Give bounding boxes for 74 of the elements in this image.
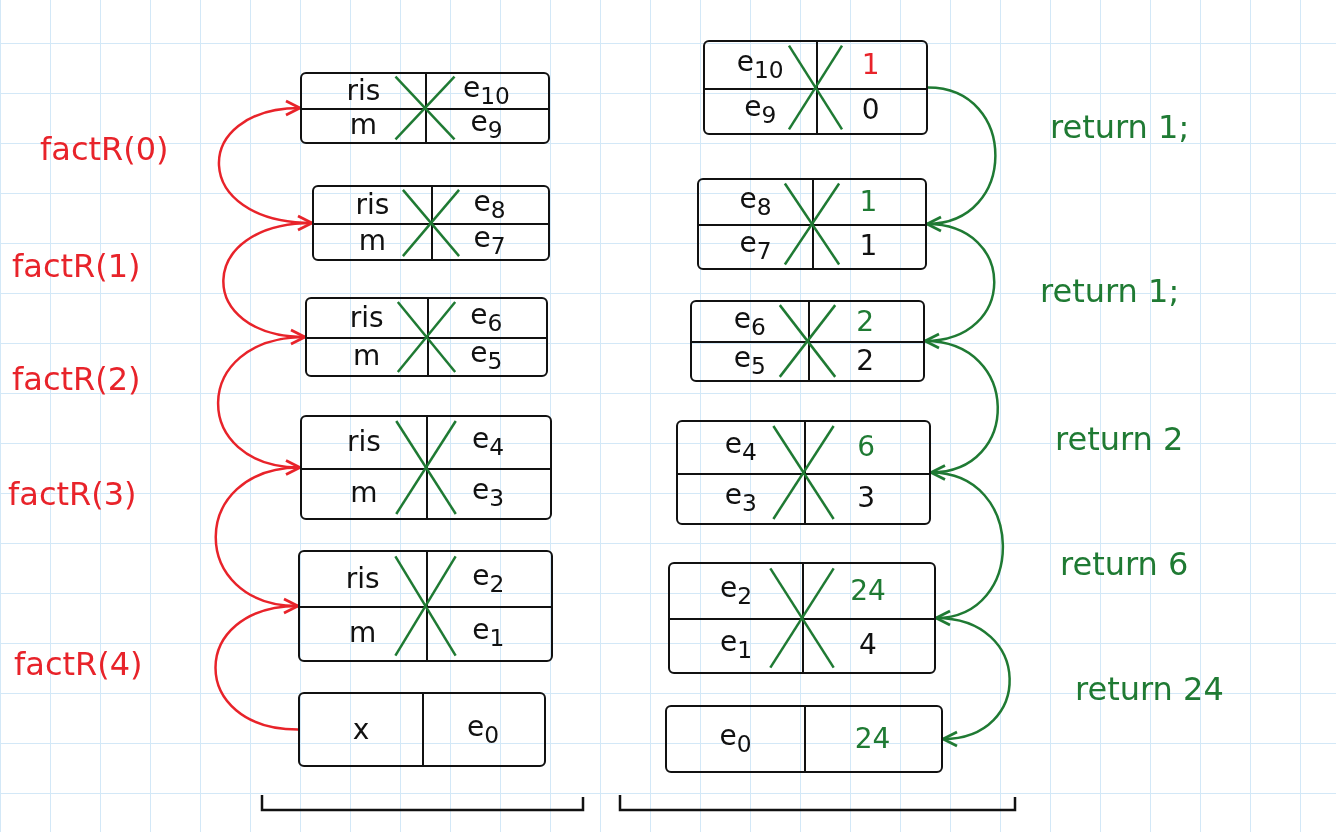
variable-name: m xyxy=(353,342,381,370)
address-label: e$_{6}$ xyxy=(470,301,503,335)
edge-label: factR(3) xyxy=(8,475,137,513)
cell-value: 4 xyxy=(859,631,877,659)
curved-arrow xyxy=(935,616,1011,746)
variable-name: ris xyxy=(345,565,380,593)
address-label: e$_{0}$ xyxy=(466,712,500,747)
address-label: e$_{4}$ xyxy=(471,425,505,460)
stack-frame xyxy=(300,72,550,144)
address-label: e$_{10}$ xyxy=(736,47,784,82)
address-label: e$_{2}$ xyxy=(719,574,753,608)
variable-name: ris xyxy=(347,428,381,457)
address-label: e$_{8}$ xyxy=(473,188,506,222)
address-label: e$_{5}$ xyxy=(733,343,766,378)
edge-label: factR(2) xyxy=(12,360,141,398)
address-label: e$_{8}$ xyxy=(739,185,772,219)
cell-value: 1 xyxy=(859,188,878,216)
address-label: e$_{9}$ xyxy=(470,108,503,142)
stack-frame xyxy=(305,297,548,377)
variable-name: x xyxy=(352,715,370,744)
stack-frame xyxy=(676,420,931,525)
address-label: e$_{10}$ xyxy=(463,74,510,108)
variable-name: ris xyxy=(349,304,384,332)
variable-name: m xyxy=(349,111,378,139)
cell-value: 2 xyxy=(856,346,875,375)
address-label: e$_{3}$ xyxy=(724,480,757,515)
address-label: e$_{1}$ xyxy=(719,628,753,662)
edge-label: return 1; xyxy=(1040,272,1180,310)
curved-arrow xyxy=(214,460,302,608)
variable-name: m xyxy=(349,619,377,647)
stack-frame xyxy=(697,178,927,270)
cell-value: 6 xyxy=(857,433,876,462)
edge-label: factR(0) xyxy=(40,130,169,168)
curved-arrow xyxy=(925,86,997,231)
curved-arrow xyxy=(924,339,999,480)
curved-arrow xyxy=(222,215,314,339)
edge-label: factR(1) xyxy=(12,247,141,285)
cell-value: 0 xyxy=(861,96,880,125)
address-label: e$_{0}$ xyxy=(719,722,752,756)
address-label: e$_{4}$ xyxy=(724,430,757,465)
cell-value: 24 xyxy=(850,577,886,605)
stack-frame xyxy=(298,550,553,662)
stack-frame xyxy=(300,415,552,520)
variable-name: m xyxy=(350,478,378,507)
variable-name: m xyxy=(358,227,387,255)
stack-frame xyxy=(298,692,546,767)
address-label: e$_{6}$ xyxy=(733,304,766,339)
variable-name: ris xyxy=(355,191,390,219)
stack-frame xyxy=(690,300,925,382)
curved-arrow xyxy=(217,330,307,469)
address-label: e$_{3}$ xyxy=(471,475,505,510)
address-label: e$_{7}$ xyxy=(473,224,506,258)
cell-value: 1 xyxy=(861,50,880,79)
cell-value: 1 xyxy=(859,232,878,260)
stack-frame xyxy=(703,40,928,135)
variable-name: ris xyxy=(346,77,381,105)
curved-arrow xyxy=(923,222,996,348)
curved-arrow xyxy=(214,599,300,731)
address-label: e$_{5}$ xyxy=(470,339,503,373)
cell-value: 3 xyxy=(857,483,876,512)
edge-label: factR(4) xyxy=(14,645,143,683)
edge-label: return 1; xyxy=(1050,108,1190,146)
stack-frame xyxy=(665,705,943,773)
address-label: e$_{1}$ xyxy=(472,616,505,650)
cell-value: 24 xyxy=(854,725,891,753)
edge-label: return 24 xyxy=(1075,670,1224,708)
stack-frame xyxy=(668,562,936,674)
cell-value: 2 xyxy=(856,307,875,336)
address-label: e$_{9}$ xyxy=(744,93,777,128)
edge-label: return 6 xyxy=(1060,545,1189,583)
address-label: e$_{2}$ xyxy=(472,562,505,596)
edge-label: return 2 xyxy=(1055,420,1184,458)
address-label: e$_{7}$ xyxy=(739,229,772,263)
stack-frame xyxy=(312,185,550,261)
